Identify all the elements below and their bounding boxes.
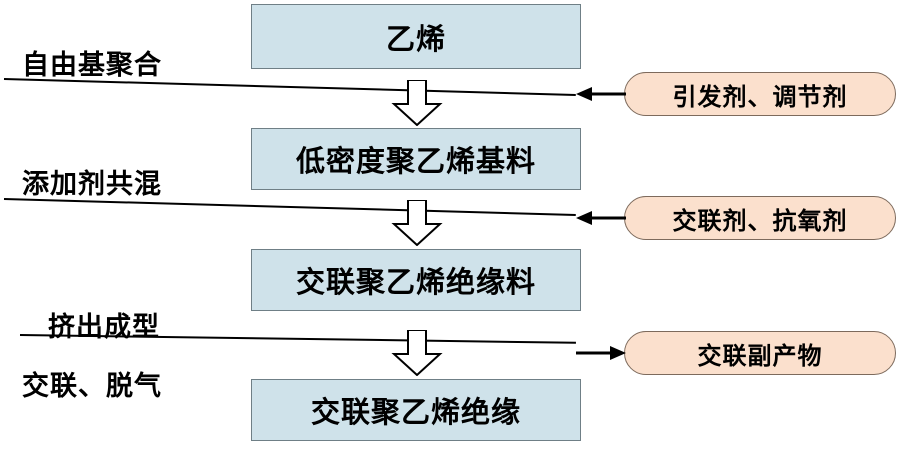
stage-label-extrusion-molding: 挤出成型 — [48, 312, 160, 342]
input-pill-initiator-regulator: 引发剂、调节剂 — [624, 72, 896, 116]
process-box-label: 交联聚乙烯绝缘料 — [295, 267, 536, 299]
stage-divider-2 — [3, 198, 576, 216]
flow-arrow-right-3 — [576, 346, 626, 360]
process-box-label: 低密度聚乙烯基料 — [295, 146, 536, 178]
flow-arrow-down-1 — [391, 80, 443, 126]
stage-label-free-radical-polymerization: 自由基聚合 — [22, 50, 162, 80]
stage-divider-1 — [3, 78, 576, 96]
process-box-xlpe-compound: 交联聚乙烯绝缘料 — [251, 249, 581, 311]
flow-arrow-down-3 — [391, 330, 443, 376]
process-box-xlpe-insulation: 交联聚乙烯绝缘 — [251, 379, 581, 441]
flow-arrow-left-1 — [576, 87, 626, 101]
input-pill-crosslinker-antioxidant: 交联剂、抗氧剂 — [624, 196, 896, 240]
stage-label-crosslinking-degassing: 交联、脱气 — [22, 371, 162, 401]
output-pill-label: 交联副产物 — [697, 342, 823, 370]
process-box-label: 乙烯 — [385, 23, 446, 56]
process-box-label: 交联聚乙烯绝缘 — [310, 397, 521, 429]
process-box-ldpe-base: 低密度聚乙烯基料 — [251, 128, 581, 190]
stage-label-additive-blending: 添加剂共混 — [22, 169, 162, 199]
process-box-ethylene: 乙烯 — [251, 4, 581, 69]
input-pill-label: 引发剂、调节剂 — [672, 83, 848, 111]
flow-arrow-left-2 — [576, 211, 626, 225]
input-pill-label: 交联剂、抗氧剂 — [672, 207, 848, 235]
flow-arrow-down-2 — [391, 200, 443, 246]
output-pill-crosslinking-byproduct: 交联副产物 — [624, 331, 896, 375]
